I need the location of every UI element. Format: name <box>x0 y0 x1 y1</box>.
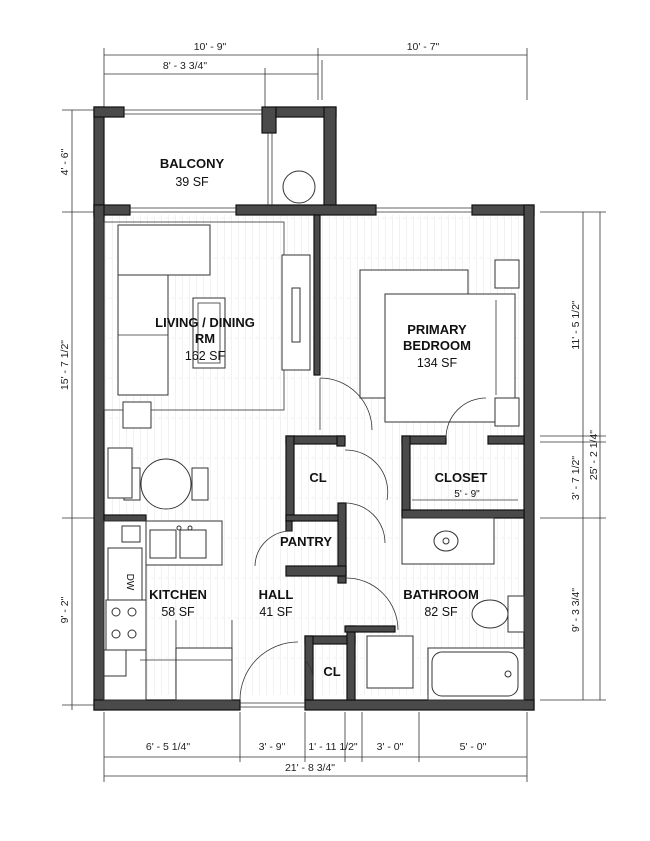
closet-size: 5' - 9" <box>454 489 480 500</box>
dim-right-total: 25' - 2 1/4" <box>588 430 600 480</box>
hall-area: 41 SF <box>259 605 293 619</box>
bedroom-name-line1: PRIMARY <box>407 322 467 337</box>
exterior-walls <box>93 106 535 711</box>
living-name-line2: RM <box>195 331 215 346</box>
windows <box>124 109 472 708</box>
furniture <box>103 170 525 701</box>
bedroom-area: 134 SF <box>417 356 458 370</box>
bathroom-area: 82 SF <box>424 605 458 619</box>
dim-right-bath: 9' - 3 3/4" <box>570 588 582 633</box>
bedroom-name-line2: BEDROOM <box>403 338 471 353</box>
dim-bottom-2: 3' - 9" <box>259 741 286 753</box>
hall-name: HALL <box>259 587 294 602</box>
balcony-area: 39 SF <box>175 175 209 189</box>
cl-lower-name: CL <box>323 664 340 679</box>
dim-left-balcony: 4' - 6" <box>59 148 71 175</box>
bathroom-name: BATHROOM <box>403 587 479 602</box>
living-name-line1: LIVING / DINING <box>155 315 255 330</box>
dim-bottom-5: 5' - 0" <box>460 741 487 753</box>
dim-top-balcony: 8' - 3 3/4" <box>163 60 208 72</box>
dim-left-kitchen: 9' - 2" <box>59 596 71 623</box>
kitchen-area: 58 SF <box>161 605 195 619</box>
kitchen-name: KITCHEN <box>149 587 207 602</box>
dim-bottom-3: 1' - 11 1/2" <box>308 741 358 753</box>
cl-upper-name: CL <box>309 470 326 485</box>
dim-top-left: 10' - 9" <box>194 41 227 53</box>
pantry-name: PANTRY <box>280 534 332 549</box>
dim-bottom-total: 21' - 8 3/4" <box>285 762 335 774</box>
doors <box>239 377 487 701</box>
dim-right-bedroom: 11' - 5 1/2" <box>570 300 582 350</box>
dishwasher-label: DW <box>124 574 135 591</box>
living-area: 162 SF <box>185 349 226 363</box>
balcony-name: BALCONY <box>160 156 225 171</box>
dim-right-closet: 3' - 7 1/2" <box>570 456 582 501</box>
dim-bottom-1: 6' - 5 1/4" <box>146 741 191 753</box>
dim-top-right: 10' - 7" <box>407 41 440 53</box>
dim-left-living: 15' - 7 1/2" <box>59 340 71 390</box>
closet-name: CLOSET <box>435 470 488 485</box>
dim-bottom-4: 3' - 0" <box>377 741 404 753</box>
